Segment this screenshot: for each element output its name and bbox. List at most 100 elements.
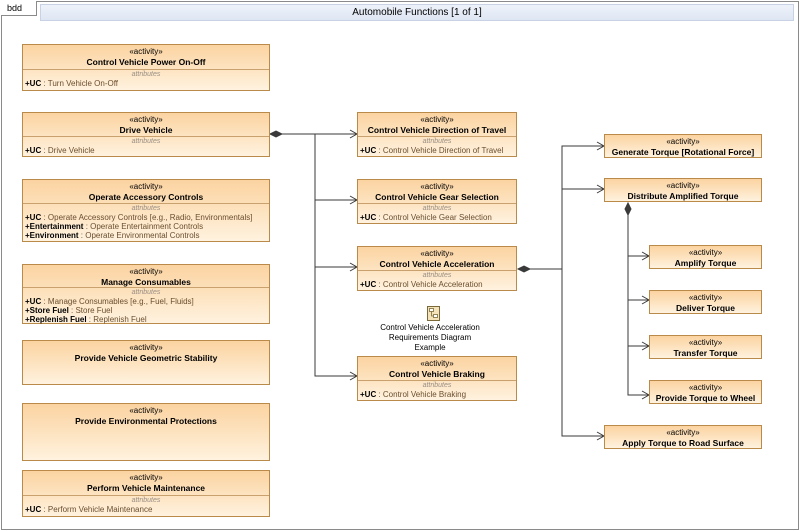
block-name: Control Vehicle Direction of Travel — [367, 125, 507, 135]
note-line-1: Control Vehicle Acceleration — [380, 323, 480, 332]
attribute-row: +UC : Control Vehicle Braking — [360, 390, 467, 399]
composition-diamond-acceleration — [516, 265, 532, 273]
connector-distorque-wheel[interactable] — [627, 203, 648, 396]
diagram-icon[interactable] — [427, 306, 440, 321]
attribute-row: +UC : Manage Consumables [e.g., Fuel, Fl… — [25, 297, 194, 306]
compartment-label: attributes — [131, 138, 161, 145]
connector-acceleration-roadsurface[interactable] — [518, 268, 603, 437]
block-name: Transfer Torque — [673, 348, 738, 358]
attribute-row: +Replenish Fuel : Replenish Fuel — [25, 315, 147, 324]
attributes-compartment: attributes +UC : Control Vehicle Braking — [358, 380, 516, 399]
stereotype-label: «activity» — [129, 406, 163, 415]
block-name: Deliver Torque — [676, 303, 735, 313]
attribute-row: +Entertainment : Operate Entertainment C… — [25, 222, 204, 231]
attributes-compartment: attributes +UC : Perform Vehicle Mainten… — [23, 495, 269, 514]
compartment-label: attributes — [422, 272, 452, 279]
attribute-row: +UC : Perform Vehicle Maintenance — [25, 505, 153, 514]
block-environmental-protections[interactable]: «activity»Provide Environmental Protecti… — [22, 403, 270, 461]
attribute-row: +Environment : Operate Environmental Con… — [25, 231, 200, 240]
stereotype-label: «activity» — [666, 428, 700, 437]
block-distribute-amplified-torque[interactable]: «activity»Distribute Amplified Torque — [604, 178, 762, 202]
stereotype-label: «activity» — [129, 182, 163, 191]
block-geometric-stability[interactable]: «activity»Provide Vehicle Geometric Stab… — [22, 340, 270, 385]
attributes-compartment: attributes +UC : Drive Vehicle — [23, 136, 269, 155]
attribute-row: +UC : Turn Vehicle On-Off — [25, 79, 119, 88]
block-name: Provide Environmental Protections — [75, 416, 217, 426]
compartment-label: attributes — [422, 382, 452, 389]
stereotype-label: «activity» — [420, 182, 454, 191]
block-generate-torque[interactable]: «activity»Generate Torque [Rotational Fo… — [604, 134, 762, 158]
block-transfer-torque[interactable]: «activity»Transfer Torque — [649, 335, 762, 359]
stereotype-label: «activity» — [688, 248, 723, 257]
attributes-compartment: attributes +UC : Control Vehicle Gear Se… — [358, 203, 516, 222]
block-manage-consumables[interactable]: «activity»Manage Consumables attributes … — [22, 264, 270, 324]
diagram-kind-label: bdd — [7, 3, 23, 13]
stereotype-label: «activity» — [420, 359, 454, 368]
compartment-label: attributes — [131, 289, 161, 296]
block-control-vehicle-power[interactable]: «activity»Control Vehicle Power On-Off a… — [22, 44, 270, 91]
attributes-compartment: attributes +UC : Control Vehicle Acceler… — [358, 270, 516, 289]
stereotype-label: «activity» — [420, 115, 454, 124]
stereotype-label: «activity» — [129, 473, 163, 482]
block-name: Operate Accessory Controls — [88, 192, 204, 202]
block-acceleration[interactable]: «activity»Control Vehicle Acceleration a… — [357, 246, 517, 291]
stereotype-label: «activity» — [688, 338, 723, 347]
stereotype-label: «activity» — [420, 249, 454, 258]
block-operate-accessory-controls[interactable]: «activity»Operate Accessory Controls att… — [22, 179, 270, 242]
compartment-label: attributes — [131, 497, 161, 504]
compartment-label: attributes — [131, 71, 161, 78]
block-name: Amplify Torque — [674, 258, 737, 268]
compartment-label: attributes — [422, 205, 452, 212]
note-line-3: Example — [414, 343, 446, 352]
block-direction-of-travel[interactable]: «activity»Control Vehicle Direction of T… — [357, 112, 517, 157]
stereotype-label: «activity» — [129, 343, 163, 352]
block-vehicle-maintenance[interactable]: «activity»Perform Vehicle Maintenance at… — [22, 470, 270, 517]
attribute-row: +UC : Drive Vehicle — [25, 146, 95, 155]
stereotype-label: «activity» — [688, 293, 723, 302]
connector-drive-braking[interactable] — [270, 133, 356, 377]
block-provide-torque-to-wheel[interactable]: «activity»Provide Torque to Wheel — [649, 380, 762, 404]
stereotype-label: «activity» — [129, 115, 163, 124]
block-amplify-torque[interactable]: «activity»Amplify Torque — [649, 245, 762, 269]
stereotype-label: «activity» — [666, 181, 700, 190]
stereotype-label: «activity» — [129, 47, 163, 56]
block-name: Provide Vehicle Geometric Stability — [74, 353, 218, 363]
diagram-kind-tab: bdd — [1, 1, 37, 16]
block-name: Control Vehicle Power On-Off — [86, 57, 206, 67]
block-gear-selection[interactable]: «activity»Control Vehicle Gear Selection… — [357, 179, 517, 224]
attribute-row: +UC : Control Vehicle Direction of Trave… — [360, 146, 504, 155]
block-deliver-torque[interactable]: «activity»Deliver Torque — [649, 290, 762, 314]
block-drive-vehicle[interactable]: «activity»Drive Vehicle attributes +UC :… — [22, 112, 270, 157]
attributes-compartment: attributes +UC : Operate Accessory Contr… — [23, 203, 269, 240]
composition-diamond-drive — [268, 130, 284, 138]
block-name: Manage Consumables — [101, 277, 191, 287]
composition-diamond-distorque — [624, 201, 632, 217]
block-apply-torque-road-surface[interactable]: «activity»Apply Torque to Road Surface — [604, 425, 762, 449]
note-line-2: Requirements Diagram — [388, 333, 472, 342]
diagram-title: Automobile Functions [1 of 1] — [40, 4, 794, 21]
compartment-label: attributes — [131, 205, 161, 212]
attributes-compartment: attributes +UC : Control Vehicle Directi… — [358, 136, 516, 155]
stereotype-label: «activity» — [688, 383, 723, 392]
attributes-compartment: attributes +UC : Turn Vehicle On-Off — [23, 69, 269, 88]
block-name: Apply Torque to Road Surface — [622, 438, 744, 448]
block-name: Control Vehicle Braking — [389, 369, 485, 379]
block-name: Perform Vehicle Maintenance — [86, 483, 206, 493]
connector-acceleration-gentorque[interactable] — [561, 145, 603, 269]
block-name: Control Vehicle Gear Selection — [375, 192, 499, 202]
block-name: Control Vehicle Acceleration — [379, 259, 495, 269]
attribute-row: +UC : Control Vehicle Gear Selection — [360, 213, 492, 222]
stereotype-label: «activity» — [666, 137, 700, 146]
block-name: Distribute Amplified Torque — [627, 191, 739, 201]
block-name: Generate Torque [Rotational Force] — [611, 147, 755, 157]
compartment-label: attributes — [422, 138, 452, 145]
attribute-row: +UC : Operate Accessory Controls [e.g., … — [25, 213, 253, 222]
diagram-reference-note[interactable]: Control Vehicle Acceleration Requirement… — [378, 323, 482, 353]
block-braking[interactable]: «activity»Control Vehicle Braking attrib… — [357, 356, 517, 401]
block-name: Provide Torque to Wheel — [655, 393, 756, 403]
block-name: Drive Vehicle — [119, 125, 173, 135]
stereotype-label: «activity» — [129, 267, 163, 276]
attribute-row: +Store Fuel : Store Fuel — [25, 306, 113, 315]
attribute-row: +UC : Control Vehicle Acceleration — [360, 280, 483, 289]
attributes-compartment: attributes +UC : Manage Consumables [e.g… — [23, 287, 269, 324]
